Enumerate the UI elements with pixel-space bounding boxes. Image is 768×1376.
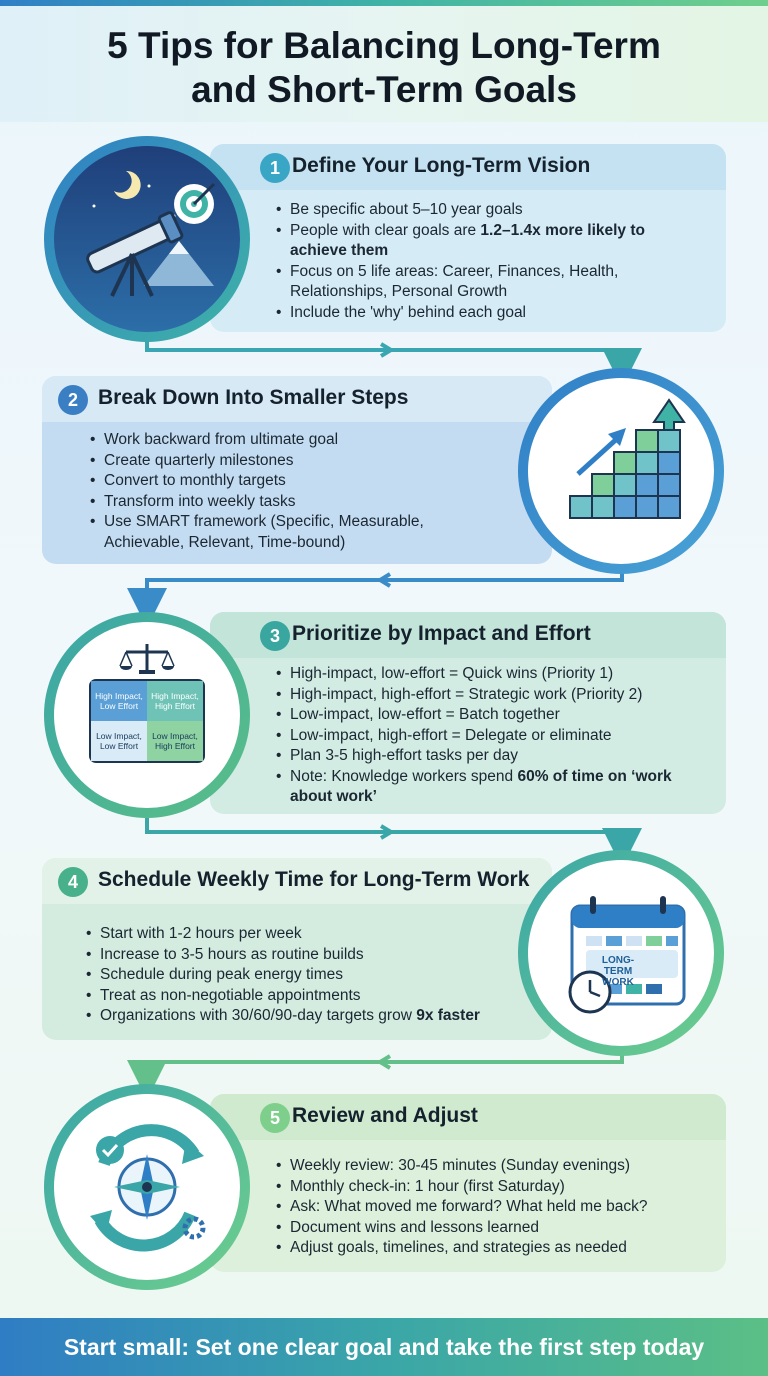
tip-bullets: High-impact, low-effort = Quick wins (Pr… xyxy=(276,664,716,808)
tip-bullet: Low-impact, low-effort = Batch together xyxy=(276,705,716,726)
tip-bullet: Create quarterly milestones xyxy=(90,451,490,472)
tip-number-badge: 4 xyxy=(58,867,88,897)
tip-bullet: Start with 1-2 hours per week xyxy=(86,924,546,945)
tip-bullet: Schedule during peak energy times xyxy=(86,965,546,986)
tip-5-illustration xyxy=(44,1084,250,1290)
tip-bullet: Transform into weekly tasks xyxy=(90,492,490,513)
footer-banner: Start small: Set one clear goal and take… xyxy=(0,1318,768,1376)
tip-2-illustration xyxy=(518,368,724,574)
tip-bullet: Monthly check-in: 1 hour (first Saturday… xyxy=(276,1177,716,1198)
title-line-2: and Short-Term Goals xyxy=(191,69,577,110)
tip-number-badge: 5 xyxy=(260,1103,290,1133)
tip-bullet: Plan 3-5 high-effort tasks per day xyxy=(276,746,716,767)
tip-bullet: Increase to 3-5 hours as routine builds xyxy=(86,945,546,966)
tip-card-5: 5 Review and Adjust Weekly review: 30-45… xyxy=(210,1094,726,1272)
tip-title: Break Down Into Smaller Steps xyxy=(98,386,409,409)
tip-card-3: 3 Prioritize by Impact and Effort High-i… xyxy=(210,612,726,814)
tip-number-badge: 1 xyxy=(260,153,290,183)
tip-bullet: Document wins and lessons learned xyxy=(276,1218,716,1239)
tip-bullet: Organizations with 30/60/90-day targets … xyxy=(86,1006,546,1027)
footer-text: Start small: Set one clear goal and take… xyxy=(63,1333,705,1360)
compass-cycle-icon xyxy=(90,1124,206,1252)
tip-bullets: Be specific about 5–10 year goals People… xyxy=(276,200,706,323)
tip-card-2: 2 Break Down Into Smaller Steps Work bac… xyxy=(42,376,552,564)
matrix-cell: High Impact, Low Effort xyxy=(91,681,147,721)
tip-bullet: Treat as non-negotiable appointments xyxy=(86,986,546,1007)
tip-bullets: Start with 1-2 hours per week Increase t… xyxy=(86,924,546,1027)
tip-bullet: Weekly review: 30-45 minutes (Sunday eve… xyxy=(276,1156,716,1177)
tip-title: Define Your Long-Term Vision xyxy=(292,154,591,177)
tip-bullet: Be specific about 5–10 year goals xyxy=(276,200,706,221)
calendar-clock-icon xyxy=(568,896,686,1014)
connector-2-3 xyxy=(127,572,624,628)
top-accent-bar xyxy=(0,0,768,6)
tip-bullet: Adjust goals, timelines, and strategies … xyxy=(276,1238,716,1259)
tip-number-badge: 3 xyxy=(260,621,290,651)
connector-3-4 xyxy=(145,818,642,868)
tip-title: Review and Adjust xyxy=(292,1104,478,1127)
tip-bullet: Work backward from ultimate goal xyxy=(90,430,490,451)
tip-bullets: Weekly review: 30-45 minutes (Sunday eve… xyxy=(276,1156,716,1259)
matrix-cell: Low Impact, Low Effort xyxy=(91,721,147,761)
tip-card-1: 1 Define Your Long-Term Vision Be specif… xyxy=(210,144,726,332)
matrix-cell: High Impact, High Effort xyxy=(147,681,203,721)
tip-bullet: Convert to monthly targets xyxy=(90,471,490,492)
page-title: 5 Tips for Balancing Long-Term and Short… xyxy=(0,24,768,112)
stairs-chart-icon xyxy=(569,398,686,519)
tip-card-4: 4 Schedule Weekly Time for Long-Term Wor… xyxy=(42,858,552,1040)
tip-4-illustration: LONG-TERM WORK xyxy=(518,850,724,1056)
tip-bullet: Ask: What moved me forward? What held me… xyxy=(276,1197,716,1218)
header-band xyxy=(0,6,768,122)
matrix-cell: Low Impact, High Effort xyxy=(147,721,203,761)
tip-bullet: Low-impact, high-effort = Delegate or el… xyxy=(276,726,716,747)
calendar-label: LONG-TERM WORK xyxy=(601,955,635,988)
tip-number-badge: 2 xyxy=(58,385,88,415)
tip-bullet: High-impact, low-effort = Quick wins (Pr… xyxy=(276,664,716,685)
tip-bullet: High-impact, high-effort = Strategic wor… xyxy=(276,685,716,706)
connector-4-5 xyxy=(127,1044,624,1100)
tip-title: Prioritize by Impact and Effort xyxy=(292,622,591,645)
title-line-1: 5 Tips for Balancing Long-Term xyxy=(107,25,661,66)
tip-bullet: Use SMART framework (Specific, Measurabl… xyxy=(90,512,490,553)
tip-1-illustration xyxy=(44,136,250,342)
tip-3-illustration: High Impact, Low Effort High Impact, Hig… xyxy=(44,612,250,818)
tip-bullet: Include the 'why' behind each goal xyxy=(276,303,706,324)
tip-bullet: People with clear goals are 1.2–1.4x mor… xyxy=(276,221,706,262)
connector-1-2 xyxy=(145,340,642,388)
scales-icon xyxy=(89,644,205,763)
tip-bullets: Work backward from ultimate goal Create … xyxy=(90,430,490,553)
tip-title: Schedule Weekly Time for Long-Term Work xyxy=(98,868,530,891)
tip-bullet: Note: Knowledge workers spend 60% of tim… xyxy=(276,767,716,808)
tip-bullet: Focus on 5 life areas: Career, Finances,… xyxy=(276,262,706,303)
telescope-icon xyxy=(86,170,216,297)
